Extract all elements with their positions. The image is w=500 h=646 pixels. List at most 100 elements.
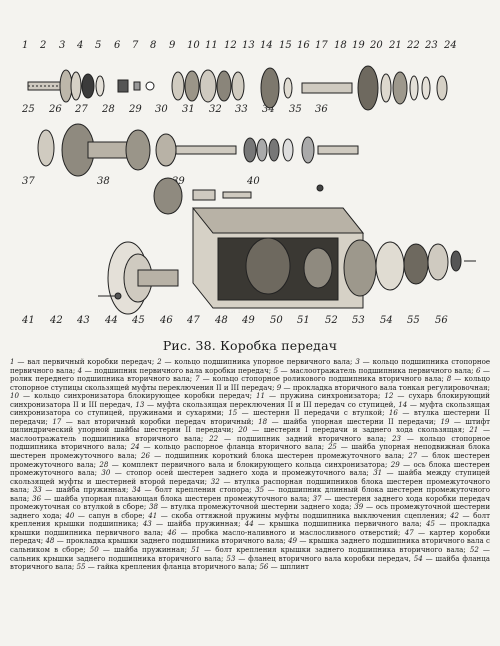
legend-text: кольцо распорное фланца вторичного вала; [154, 442, 325, 452]
legend-item: 32 — втулка распорная подшипников блока … [10, 476, 490, 495]
part-number: 7 [132, 40, 139, 51]
legend-text: подшипник длинный блока шестерен промежу… [10, 485, 490, 503]
legend-text: шестерня II передачи с втулкой; [253, 408, 385, 418]
legend-item: 19 — штифт цилиндрический упорной шайбы … [10, 416, 490, 435]
legend-text: шайба пружинная; [114, 545, 187, 555]
rear-flange-drawing [343, 239, 476, 297]
legend-text: шестерня I передачи и заднего хода сколь… [263, 425, 465, 435]
legend-text: шайба упорная плавающая блока шестерен п… [54, 493, 310, 503]
part-number: 12 [224, 40, 237, 51]
legend-text: картер коробки передач; [10, 527, 490, 546]
part-number: 48 [215, 315, 228, 326]
part-number: 28 [102, 104, 115, 115]
part-number: 35 [289, 104, 302, 115]
legend-text: муфта скользящая переключения II и III п… [156, 399, 396, 409]
legend-item: 43 — шайба пружинная; [142, 519, 241, 529]
legend-item: 3 — кольцо подшипника стопорное первично… [10, 358, 490, 375]
legend-text: крышка подшипника первичного вала; [269, 519, 422, 529]
legend-text: маслоотражатель подшипника первичного ва… [289, 365, 474, 375]
part-number: 47 [187, 315, 200, 326]
part-number: 1 [22, 40, 29, 51]
legend-item: 17 — вал вторичный коробки передач втори… [52, 416, 254, 426]
legend-number: 45 [426, 519, 435, 529]
legend-number: 30 [101, 468, 111, 478]
legend-item: 48 — прокладка крышки заднего подшипника… [45, 536, 286, 546]
parts-legend: 1 — вал первичный коробки передач; 2 — к… [10, 358, 490, 642]
part-number: 14 [260, 40, 273, 51]
legend-number: 27 [408, 451, 418, 461]
roller-set-drawing [117, 79, 155, 93]
legend-text: кольцо стопорное ступицы скользящей муфт… [10, 374, 490, 392]
legend-text: ось блока шестерен промежуточного вала; [10, 459, 490, 478]
legend-number: 28 [99, 459, 109, 469]
legend-number: 46 [167, 527, 177, 537]
part-number: 19 [352, 40, 365, 51]
legend-number: 51 [191, 545, 201, 555]
legend-item: 25 — шайба упорная неподвижная блока шес… [10, 442, 490, 461]
part-number: 8 [150, 40, 157, 51]
legend-item: 45 — прокладка крышки подшипника первичн… [10, 519, 490, 537]
legend-item: 54 — шайба фланца вторичного вала; [10, 553, 490, 572]
synchronizer-drawing [171, 69, 245, 103]
legend-item: 35 — подшипник длинный блока шестерен пр… [10, 485, 490, 503]
gearbox-exploded-drawing [18, 38, 484, 338]
legend-text: фланец вторичного вала коробки передач, [248, 553, 411, 563]
legend-number: 24 [130, 442, 140, 452]
legend-item: 29 — ось блока шестерен промежуточного в… [10, 459, 490, 478]
part-number: 17 [315, 40, 328, 51]
part-number: 46 [160, 315, 173, 326]
legend-text: сальник крышки заднего подшипника вторич… [10, 553, 224, 563]
legend-text: сапун в сборе; [88, 510, 145, 520]
part-number: 20 [370, 40, 383, 51]
legend-item: 56 — шплинт [259, 562, 309, 572]
part-number: 16 [297, 40, 310, 51]
primary-shaft-drawing [27, 69, 105, 103]
legend-number: 31 [373, 468, 383, 478]
legend-item: 55 — гайка крепления фланца вторичного в… [76, 562, 258, 572]
legend-item: 6 — ролик переднего подшипника вторичног… [10, 365, 490, 384]
legend-text: кольцо стопорное роликового подшипника в… [212, 374, 444, 384]
legend-item: 11 — пружина синхронизатора; [256, 391, 381, 401]
legend-number: 40 [65, 510, 75, 520]
legend-text: вал первичный коробки передач; [27, 358, 155, 366]
legend-number: 7 [195, 374, 200, 384]
legend-number: 12 [384, 391, 394, 401]
legend-item: 51 — болт крепления крышки заднего подши… [191, 545, 466, 555]
part-number: 27 [75, 104, 88, 115]
legend-item: 2 — кольцо подшипника упорное первичного… [157, 358, 353, 366]
legend-item: 37 — шестерня заднего хода коробки перед… [10, 493, 490, 512]
legend-text: вал вторичный коробки передач вторичный; [77, 416, 254, 426]
part-number: 39 [172, 176, 185, 187]
legend-number: 21 [469, 425, 479, 435]
legend-number: 56 [259, 562, 269, 572]
legend-text: подшипник задний вторичного вала; [236, 433, 387, 443]
legend-number: 11 [256, 391, 266, 401]
legend-text: крышка заднего подшипника вторичного вал… [10, 536, 490, 555]
legend-number: 32 [210, 476, 220, 486]
gear-block-drawing [37, 123, 359, 177]
legend-text: сухарь блокирующий синхронизатора II и I… [10, 391, 490, 409]
legend-item: 4 — подшипник первичного вала коробки пе… [77, 365, 272, 375]
part-number: 49 [242, 315, 255, 326]
legend-item: 1 — вал первичный коробки передач; [10, 358, 155, 366]
legend-item: 8 — кольцо стопорное ступицы скользящей … [10, 374, 490, 392]
legend-number: 20 [238, 425, 248, 435]
part-number: 52 [325, 315, 338, 326]
legend-text: шайба упорная неподвижная блока шестерен… [10, 442, 490, 461]
part-number: 29 [129, 104, 142, 115]
legend-number: 10 [10, 391, 19, 401]
legend-number: 17 [52, 416, 62, 426]
part-number: 4 [77, 40, 84, 51]
legend-item: 53 — фланец вторичного вала коробки пере… [226, 553, 411, 563]
legend-text: шайба пружинная; [55, 485, 129, 495]
part-number: 34 [262, 104, 275, 115]
legend-item: 50 — шайба пружинная; [89, 545, 187, 555]
legend-text: ролик переднего подшипника вторичного ва… [10, 374, 193, 384]
part-number: 40 [247, 176, 260, 187]
legend-text: кольцо синхронизатора блокирующее коробк… [34, 391, 252, 401]
legend-item: 21 — маслоотражатель подшипника вторично… [10, 425, 490, 443]
legend-number: 54 [413, 553, 423, 563]
legend-item: 52 — сальник крышки заднего подшипника в… [10, 545, 490, 563]
